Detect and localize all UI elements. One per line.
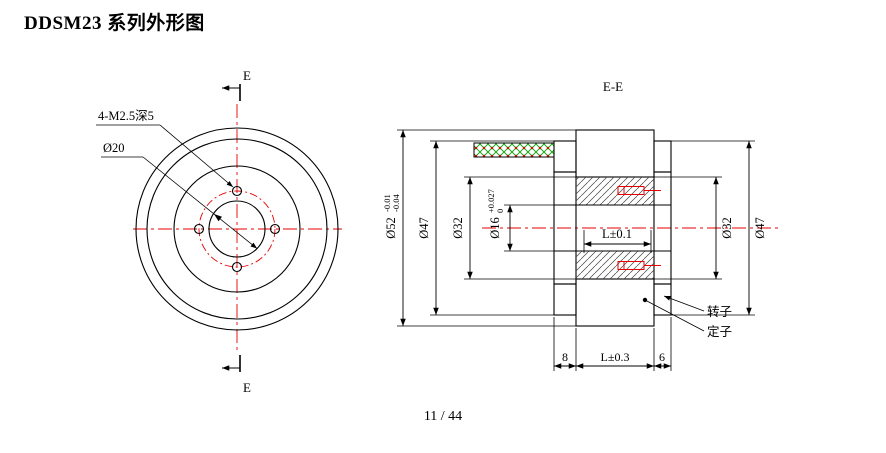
rotor-hub-bottom (576, 251, 654, 279)
dia52-tolerance-upper: -0.01 (382, 194, 392, 212)
dia32-left-value: Ø32 (451, 217, 465, 239)
holes-callout: 4-M2.5深5 (96, 109, 234, 188)
dim-label-dia32-left: Ø32 (451, 217, 465, 239)
dim-label-dia47-left: Ø47 (417, 217, 431, 239)
dia32-right-value: Ø32 (720, 217, 734, 239)
mounting-hole-top (231, 185, 243, 197)
bore-diameter-line (142, 156, 258, 249)
bore-circle (208, 200, 266, 258)
cable-bundle (473, 142, 555, 158)
section-mark-bottom: E (222, 355, 251, 395)
section-letter-bottom: E (243, 380, 251, 395)
dim-label-dia32-right: Ø32 (720, 217, 734, 239)
mounting-hole-bottom (231, 261, 243, 273)
mounting-hole-right (269, 223, 281, 235)
stator-leader-line (644, 299, 705, 332)
dim-L-label: L±0.3 (601, 350, 630, 364)
page-number: 11 / 44 (423, 409, 463, 424)
holes-callout-label: 4-M2.5深5 (98, 109, 154, 123)
section-mark-top: E (222, 68, 251, 101)
rotor-leader: 转子 (663, 295, 732, 319)
rotor-leader-line (663, 295, 705, 312)
rotor-label: 转子 (707, 304, 732, 319)
bore-callout: Ø20 (101, 141, 258, 249)
dimension-lines (400, 130, 752, 369)
end-cap-top-right (653, 140, 672, 173)
bolt-circle-centerline (198, 190, 276, 268)
front-view: 4-M2.5深5 Ø20 E E (96, 68, 342, 395)
mounting-holes (193, 185, 281, 273)
stator-stack-bottom (575, 278, 655, 327)
stator-leader: 定子 (642, 297, 732, 339)
dim-label-dia52: Ø52 -0.01 -0.04 (382, 194, 401, 239)
dia47-right-value: Ø47 (753, 217, 767, 239)
inner-length-label: L±0.1 (602, 227, 632, 241)
dia47-left-value: Ø47 (417, 217, 431, 239)
housing-wall-left (553, 171, 577, 285)
dim-8-label: 8 (562, 350, 568, 364)
dia52-value: Ø52 (384, 217, 398, 239)
section-view-title: E-E (603, 79, 623, 94)
dia16-tolerance-upper: +0.027 (486, 189, 496, 213)
rotor-hub-top (576, 177, 654, 205)
stator-stack-top (575, 129, 655, 178)
dim-6-label: 6 (659, 350, 665, 364)
outer-ring-circle (146, 138, 328, 320)
dim-label-dia16: Ø16 +0.027 0 (486, 189, 505, 239)
bore-diameter-arrowhead (214, 214, 222, 222)
stator-label: 定子 (707, 324, 732, 339)
section-letter-top: E (243, 68, 251, 83)
dia16-tolerance-lower: 0 (495, 209, 505, 213)
end-cap-top-left (553, 140, 577, 173)
page-title: DDSM23 系列外形图 (24, 13, 205, 34)
mounting-hole-left (193, 223, 205, 235)
outer-body-circle (135, 127, 339, 331)
end-cap-bottom-left (553, 283, 577, 316)
dim-label-dia47-right: Ø47 (753, 217, 767, 239)
holes-callout-leader (159, 124, 234, 188)
inner-ring-circle (173, 165, 301, 293)
end-cap-bottom-right (653, 283, 672, 316)
housing-wall-right (653, 171, 672, 285)
dia16-value: Ø16 (488, 217, 502, 239)
bore-diameter-label: Ø20 (103, 141, 125, 155)
dia52-tolerance-lower: -0.04 (391, 194, 401, 212)
screw-top (617, 186, 661, 195)
screw-bottom (617, 261, 661, 270)
section-view: E-E (382, 79, 778, 371)
